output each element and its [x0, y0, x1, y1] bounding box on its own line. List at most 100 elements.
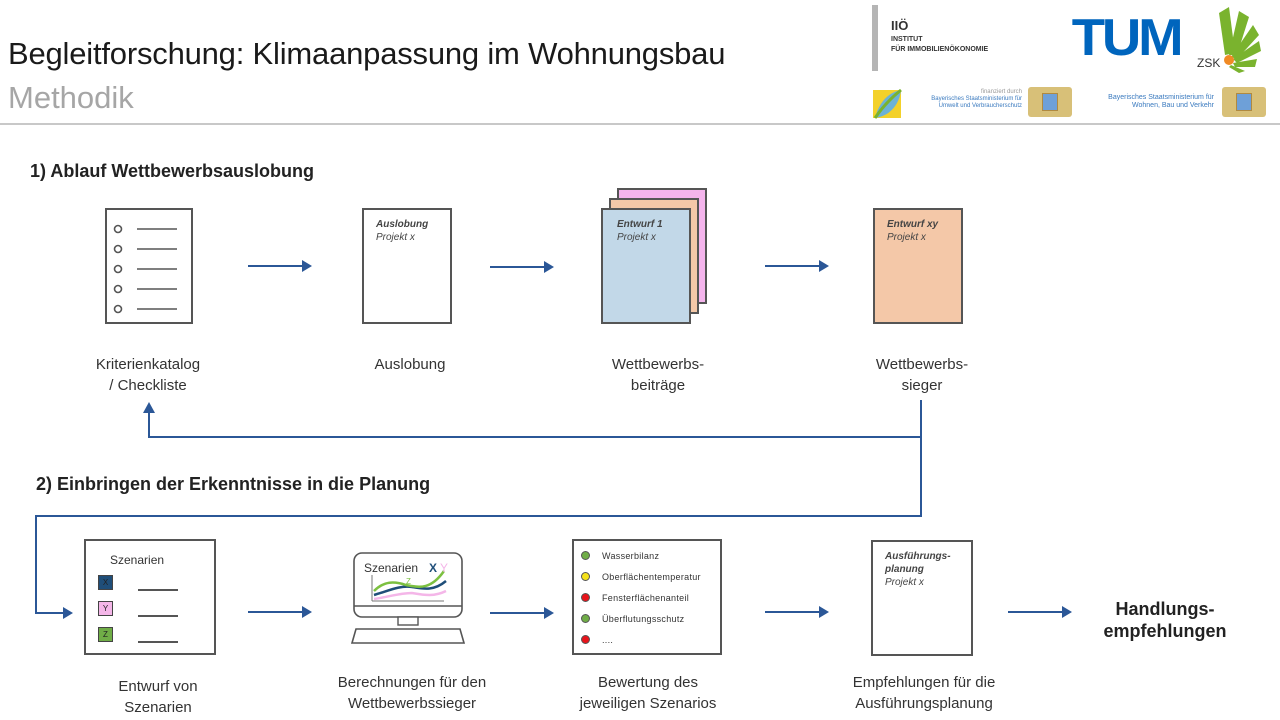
doc-subtitle: Projekt x [376, 232, 415, 243]
doc-title: Entwurf 1 [617, 219, 663, 230]
ministry-env-line2: Umwelt und Verbraucherschutz [938, 103, 1022, 109]
section2-heading: 2) Einbringen der Erkenntnisse in die Pl… [36, 474, 431, 494]
page-subtitle: Methodik [8, 80, 134, 115]
zsk-logo-text: ZSK [1197, 56, 1220, 70]
label-line: Auslobung [374, 356, 446, 373]
stmuv-logo [873, 88, 902, 119]
label-line: Kriterienkatalog [95, 356, 201, 373]
status-dot-icon [581, 551, 590, 560]
scenario-item: X [98, 575, 208, 593]
funded-by-text: finanziert durch [980, 89, 1022, 95]
computer-icon: Szenarien X Y Z [350, 552, 466, 644]
flow-arrow [248, 260, 312, 272]
iio-line2: für Immobilienökonomie [891, 46, 989, 53]
label-line: Entwurf von [118, 678, 198, 695]
section1-heading: 1) Ablauf Wettbewerbsauslobung [30, 161, 315, 181]
ministry-housing-line2: Wohnen, Bau und Verkehr [1132, 102, 1214, 109]
doc-subtitle: Projekt x [617, 232, 656, 243]
label-line: / Checkliste [109, 377, 187, 394]
step-label-kriterienkatalog: Kriterienkatalog / Checkliste [78, 354, 218, 396]
step-label-berechnungen: Berechnungen für den Wettbewerbssieger [322, 672, 502, 714]
submission-document-blue: Entwurf 1 Projekt x [601, 208, 691, 324]
iio-abbr: IIÖ [891, 18, 909, 33]
arrow-up-icon [143, 402, 155, 413]
checklist-icon [113, 224, 177, 314]
label-line: Bewertung des [597, 674, 699, 691]
doc-subtitle: Projekt x [887, 232, 926, 243]
doc-title-line2: planung [885, 564, 924, 575]
evaluation-label: Wasserbilanz [602, 550, 660, 561]
evaluation-label: Oberflächentemperatur [602, 571, 701, 582]
zsk-logo: ZSK [1197, 7, 1261, 73]
final-line: Handlungs- [1115, 599, 1215, 619]
label-line: Empfehlungen für die [852, 674, 996, 691]
status-dot-icon [581, 614, 590, 623]
scenario-item: Z [98, 627, 208, 645]
scenario-line [138, 641, 178, 643]
status-dot-icon [581, 572, 590, 581]
status-dot-icon [581, 593, 590, 602]
evaluation-item: Wasserbilanz [574, 545, 720, 566]
flow-arrow [248, 606, 312, 618]
scenario-swatch: Z [98, 627, 113, 642]
step-label-auslobung: Auslobung [340, 354, 480, 375]
computer-y-label: Y [440, 561, 448, 575]
doc-title-line1: Ausführungs- [885, 551, 951, 562]
label-line: Szenarien [124, 699, 192, 716]
evaluation-item: Überflutungsschutz [574, 608, 720, 629]
doc-title: Entwurf xy [887, 219, 939, 230]
feedback-connector [148, 436, 922, 438]
evaluation-item: Fensterflächenanteil [574, 587, 720, 608]
step-label-beitraege: Wettbewerbs- beiträge [588, 354, 728, 396]
connector-horizontal [35, 515, 922, 517]
computer-z-label: Z [406, 577, 411, 586]
label-line: sieger [901, 377, 943, 394]
label-line: beiträge [630, 377, 686, 394]
iio-logo: IIÖ Institut für Immobilienökonomie [891, 18, 988, 55]
computer-title: Szenarien [364, 561, 418, 575]
evaluation-item: Oberflächentemperatur [574, 566, 720, 587]
scenario-line [138, 615, 178, 617]
computer-x-label: X [429, 561, 437, 575]
flow-arrow [1008, 606, 1072, 618]
evaluation-label: Fensterflächenanteil [602, 592, 690, 603]
ministry-housing-line1: Bayerisches Staatsministerium für [1108, 94, 1214, 101]
step-label-sieger: Wettbewerbs- sieger [852, 354, 992, 396]
execution-plan-document: Ausführungs- planung Projekt x [871, 540, 973, 656]
doc-title: Auslobung [376, 219, 429, 230]
iio-logo-bar [872, 5, 878, 71]
scenario-swatch: Y [98, 601, 113, 616]
feedback-connector-up [148, 410, 150, 438]
header-divider [0, 123, 1280, 125]
label-line: Ausführungsplanung [855, 695, 993, 712]
label-line: Wettbewerbs- [875, 356, 969, 373]
evaluation-label: .... [602, 634, 614, 645]
evaluation-label: Überflutungsschutz [602, 613, 685, 624]
bavarian-crest-icon [1028, 87, 1072, 117]
label-line: Berechnungen für den [337, 674, 487, 691]
scenario-line [138, 589, 178, 591]
auslobung-document: Auslobung Projekt x [362, 208, 452, 324]
final-recommendations: Handlungs- empfehlungen [1090, 598, 1240, 642]
step-label-szenarien: Entwurf von Szenarien [88, 676, 228, 718]
checklist-document [105, 208, 193, 324]
scenarios-title: Szenarien [110, 553, 165, 567]
flow-arrow [765, 606, 829, 618]
flow-arrow [765, 260, 829, 272]
flow-arrow [35, 607, 73, 619]
scenario-item: Y [98, 601, 208, 619]
step-label-empfehlungen: Empfehlungen für die Ausführungsplanung [834, 672, 1014, 714]
status-dot-icon [581, 635, 590, 644]
connector-vertical-right [920, 400, 922, 516]
iio-line1: Institut [891, 36, 923, 43]
label-line: Wettbewerbs- [611, 356, 705, 373]
connector-vertical-left [35, 515, 37, 613]
label-line: jeweiligen Szenarios [579, 695, 717, 712]
scenario-swatch: X [98, 575, 113, 590]
winner-document: Entwurf xy Projekt x [873, 208, 963, 324]
flow-arrow [490, 261, 554, 273]
evaluation-item: .... [574, 629, 720, 650]
page-title: Begleitforschung: Klimaanpassung im Wohn… [8, 36, 726, 71]
